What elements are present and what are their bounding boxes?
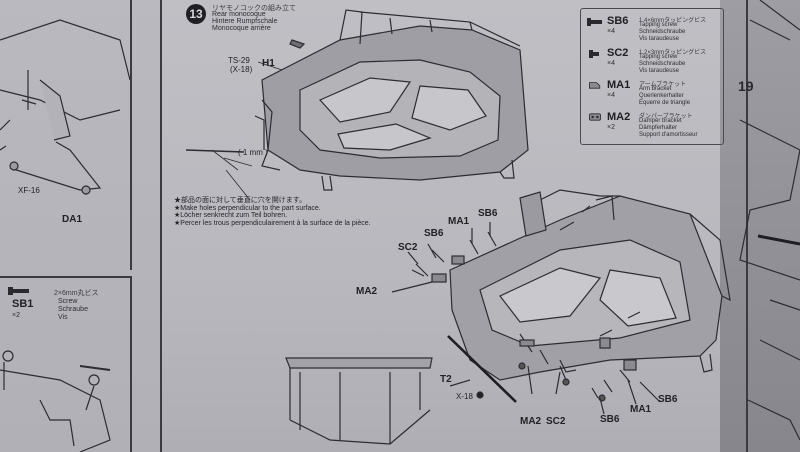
legend-desc: Damper bracket Dämpferhalter Support d'a… bbox=[639, 118, 698, 139]
screw-icon bbox=[8, 287, 29, 295]
left-page-panel bbox=[0, 0, 160, 452]
legend-desc-fr: Equerre de triangle bbox=[639, 100, 691, 106]
label-ma1-top: MA1 bbox=[448, 216, 470, 227]
note-ja: ★部品の面に対して垂直に穴を開けます。 bbox=[174, 197, 307, 204]
drilling-notes: ★部品の面に対して垂直に穴を開けます。 ★Make holes perpendi… bbox=[174, 197, 371, 227]
legend-desc-de: Dämpferhalter bbox=[639, 125, 678, 131]
legend-desc-de: Schneidschraube bbox=[639, 61, 686, 67]
label-drill-size: ( 1 mm ) bbox=[238, 148, 268, 157]
sb1-desc-fr: Vis bbox=[58, 314, 68, 321]
sb1-panel-right-border bbox=[130, 276, 132, 452]
sb1-panel-drawing bbox=[0, 350, 111, 452]
page-number: 19 bbox=[738, 78, 754, 94]
label-sb6-bottom: SB6 bbox=[600, 414, 620, 425]
legend-code: SC2 bbox=[607, 47, 629, 59]
legend-item-ma2: MA2 ×2 ダンパーブラケット Damper bracket Dämpferh… bbox=[587, 111, 721, 139]
legend-desc-en: Tapping screw bbox=[639, 54, 678, 60]
legend-desc-fr: Vis taraudeuse bbox=[639, 36, 679, 42]
legend-item-sb6: SB6 ×4 1.4×6mmタッピングビス Tapping screw Schn… bbox=[587, 15, 721, 43]
step-number-badge: 13 bbox=[186, 4, 206, 24]
label-ma2-bottom: MA2 bbox=[520, 416, 542, 427]
right-page-panel bbox=[720, 0, 800, 452]
rear-monocoque-lower bbox=[449, 189, 731, 381]
legend-code: MA1 bbox=[607, 79, 631, 91]
legend-desc-en: Arm bracket bbox=[639, 86, 672, 92]
legend-desc-fr: Vis taraudeuse bbox=[639, 68, 679, 74]
label-sc2-bottom: SC2 bbox=[546, 416, 566, 427]
bumper-drawing bbox=[285, 357, 484, 445]
left-panel-border bbox=[130, 0, 132, 270]
arm-bracket-icon bbox=[589, 82, 601, 89]
legend-desc-fr: Support d'amortisseur bbox=[639, 132, 698, 138]
sb1-screw-panel: SB1 ×2 2×6mm丸ビス Screw Schraube Vis bbox=[0, 282, 120, 334]
legend-qty: ×2 bbox=[607, 124, 615, 131]
label-sc2-left: SC2 bbox=[398, 242, 418, 253]
label-h1: H1 bbox=[262, 58, 275, 69]
legend-desc-ja: 1.2×3mmタッピングビス bbox=[639, 50, 707, 56]
label-xf16: XF-16 bbox=[18, 186, 40, 195]
label-sb6-left: SB6 bbox=[424, 228, 444, 239]
legend-code: SB6 bbox=[607, 15, 629, 27]
legend-desc-ja: ダンパーブラケット bbox=[639, 114, 693, 120]
label-ma1-bottom: MA1 bbox=[630, 404, 652, 415]
note-fr: ★Percer les trous perpendiculairement à … bbox=[174, 219, 371, 227]
rear-monocoque-upper bbox=[254, 9, 529, 191]
label-ts29: TS-29 bbox=[228, 56, 250, 65]
legend-desc-en: Tapping screw bbox=[639, 22, 678, 28]
fastener-drawings bbox=[411, 205, 641, 402]
label-sb6-right: SB6 bbox=[658, 394, 678, 405]
parts-legend: SB6 ×4 1.4×6mmタッピングビス Tapping screw Schn… bbox=[580, 8, 724, 145]
right-page-drawing bbox=[739, 0, 800, 441]
legend-desc-ja: アームブラケット bbox=[639, 82, 687, 88]
legend-item-ma1: MA1 ×4 アームブラケット Arm bracket Querlenkerha… bbox=[587, 79, 721, 107]
sb1-code: SB1 bbox=[12, 298, 34, 310]
step-divider-vertical bbox=[160, 0, 162, 452]
step-title-ja: リヤモノコックの組み立て bbox=[212, 5, 296, 12]
sb1-desc-en: Screw bbox=[58, 298, 78, 305]
damper-bracket-icon bbox=[589, 113, 601, 121]
label-t2: T2 bbox=[440, 374, 452, 385]
legend-desc-de: Querlenkerhalter bbox=[639, 93, 684, 99]
sb1-desc-de: Schraube bbox=[58, 306, 88, 313]
legend-desc-ja: 1.4×6mmタッピングビス bbox=[639, 18, 707, 24]
note-en: ★Make holes perpendicular to the part su… bbox=[174, 204, 321, 212]
label-sb6-top: SB6 bbox=[478, 208, 498, 219]
legend-qty: ×4 bbox=[607, 28, 615, 35]
label-ma2-left: MA2 bbox=[356, 286, 378, 297]
left-panel-drawing bbox=[0, 19, 131, 195]
legend-item-sc2: SC2 ×4 1.2×3mmタッピングビス Tapping screw Schn… bbox=[587, 47, 721, 75]
legend-code: MA2 bbox=[607, 111, 631, 123]
sb1-panel-top-border bbox=[0, 276, 132, 278]
legend-desc: Arm bracket Querlenkerhalter Equerre de … bbox=[639, 86, 690, 107]
screw-icon bbox=[587, 18, 602, 26]
legend-desc: Tapping screw Schneidschraube Vis taraud… bbox=[639, 54, 685, 75]
step-title-de: Hintere Rumpfschale bbox=[212, 18, 278, 25]
note-de: ★Löcher senkrecht zum Teil bohren. bbox=[174, 212, 288, 219]
step-title-en: Rear monocoque bbox=[212, 11, 266, 18]
legend-qty: ×4 bbox=[607, 92, 615, 99]
legend-desc-de: Schneidschraube bbox=[639, 29, 686, 35]
label-x18: X-18 bbox=[456, 392, 473, 401]
legend-qty: ×4 bbox=[607, 60, 615, 67]
legend-desc: Tapping screw Schneidschraube Vis taraud… bbox=[639, 22, 685, 43]
step-title-fr: Monocoque arrière bbox=[212, 25, 271, 32]
sb1-desc-ja: 2×6mm丸ビス bbox=[54, 290, 99, 297]
legend-desc-en: Damper bracket bbox=[639, 118, 682, 124]
sb1-qty: ×2 bbox=[12, 312, 20, 319]
label-da1: DA1 bbox=[62, 214, 83, 225]
label-x18-paint: (X-18) bbox=[230, 65, 253, 74]
small-screw-icon bbox=[589, 50, 599, 58]
